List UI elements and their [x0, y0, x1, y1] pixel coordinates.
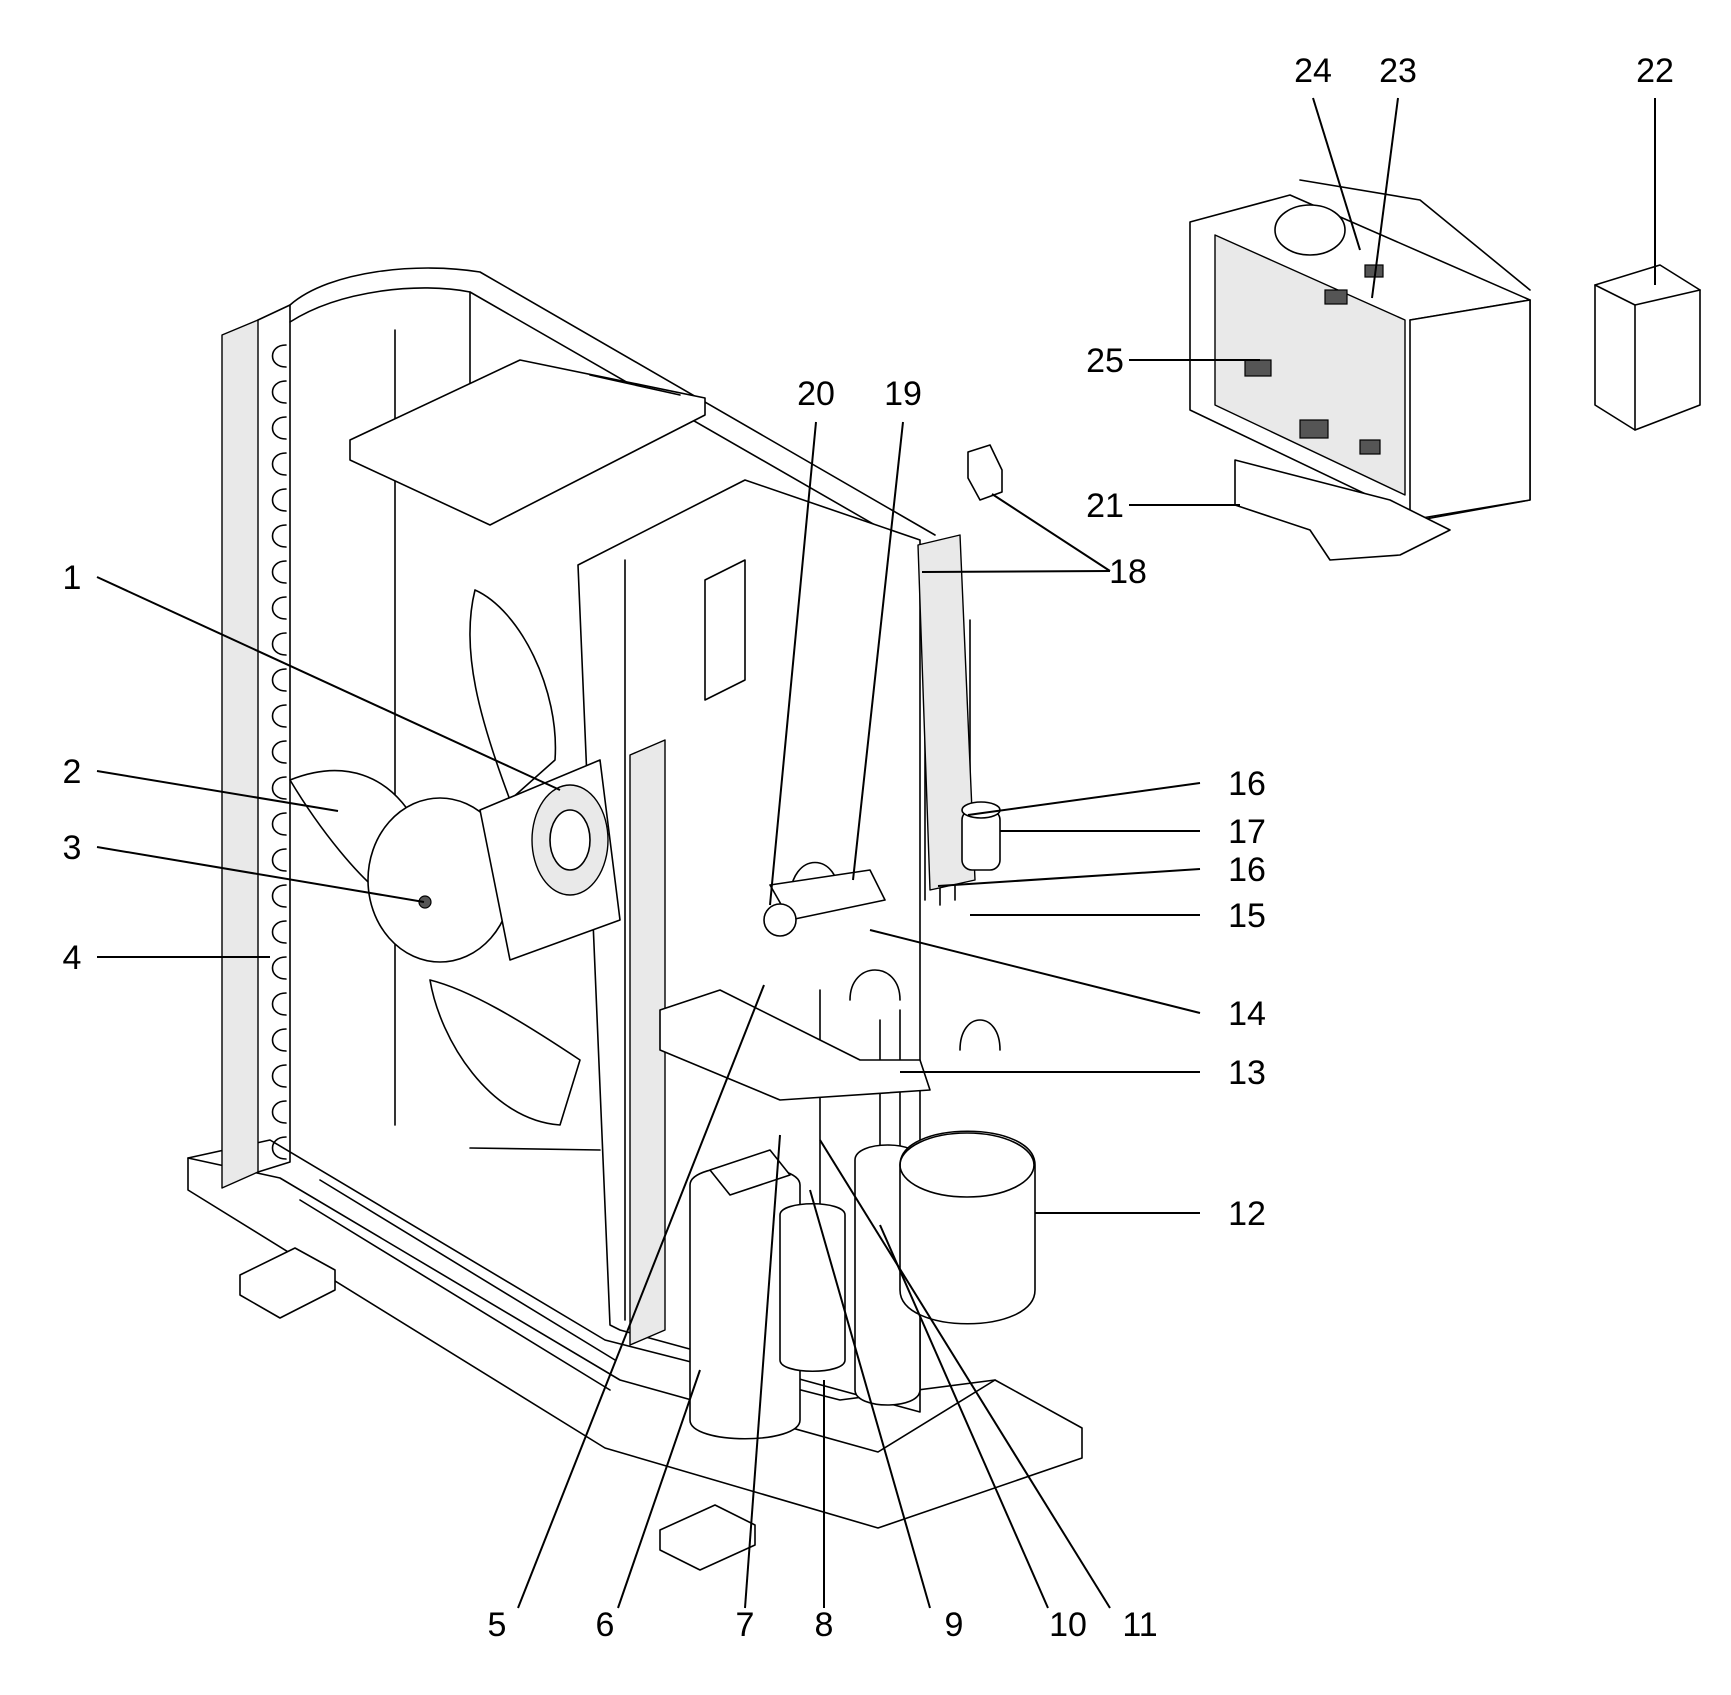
- callout-24: 24: [1294, 52, 1332, 90]
- callout-22: 22: [1636, 52, 1674, 90]
- coil-bend: [271, 812, 287, 836]
- outdoor-unit-housing: [187, 267, 1083, 1571]
- callout-numbers: 1 2 3 4 5 6 7 8 9 10 11 12 13 14 15 16 1…: [63, 52, 1674, 1644]
- callout-5: 5: [488, 1606, 507, 1644]
- callout-15: 15: [1228, 897, 1266, 935]
- leader-20: [769, 421, 817, 906]
- callout-23: 23: [1379, 52, 1417, 90]
- callout-25: 25: [1086, 342, 1124, 380]
- coil-bend: [271, 488, 287, 512]
- leader-2: [96, 770, 339, 812]
- coil-bend: [271, 1100, 287, 1124]
- callout-11: 11: [1122, 1606, 1157, 1644]
- condenser-coil-bends: [271, 344, 287, 1160]
- coil-bend: [271, 992, 287, 1016]
- control-box-assembly: [1189, 179, 1701, 561]
- leader-19: [852, 421, 904, 881]
- callout-13: 13: [1228, 1054, 1266, 1092]
- propeller-fan: [289, 589, 621, 1126]
- callout-1: 1: [63, 559, 82, 597]
- service-port-part: [967, 444, 1003, 501]
- coil-bend: [271, 380, 287, 404]
- leader-10: [879, 1224, 1049, 1609]
- leader-23: [1371, 97, 1399, 299]
- leader-18a: [921, 570, 1111, 573]
- callout-2: 2: [63, 753, 82, 791]
- leader-16b: [937, 868, 1201, 887]
- leader-7: [744, 1134, 781, 1609]
- leader-3: [96, 846, 425, 903]
- callout-14: 14: [1228, 995, 1266, 1033]
- callout-21: 21: [1086, 487, 1124, 525]
- leader-9: [809, 1189, 931, 1609]
- coil-bend: [271, 632, 287, 656]
- leader-5: [517, 984, 765, 1609]
- callout-16-upper: 16: [1228, 765, 1266, 803]
- coil-bend: [271, 776, 287, 800]
- leader-6: [617, 1369, 701, 1609]
- callout-16-lower: 16: [1228, 851, 1266, 889]
- coil-bend: [271, 416, 287, 440]
- coil-bend: [271, 1064, 287, 1088]
- callout-20: 20: [797, 375, 835, 413]
- callout-4: 4: [63, 939, 82, 977]
- coil-bend: [271, 344, 287, 368]
- leader-24: [1312, 97, 1361, 251]
- callout-17: 17: [1228, 813, 1266, 851]
- coil-bend: [271, 848, 287, 872]
- callout-19: 19: [884, 375, 922, 413]
- coil-bend: [271, 452, 287, 476]
- coil-bend: [271, 1028, 287, 1052]
- callout-6: 6: [596, 1606, 615, 1644]
- coil-bend: [271, 920, 287, 944]
- callout-7: 7: [736, 1606, 755, 1644]
- coil-bend: [271, 596, 287, 620]
- leader-16a: [967, 782, 1201, 816]
- leader-1: [96, 576, 561, 791]
- coil-bend: [271, 524, 287, 548]
- callout-12: 12: [1228, 1195, 1266, 1233]
- leader-18b: [991, 493, 1111, 572]
- leader-11: [819, 1139, 1111, 1609]
- callout-3: 3: [63, 829, 82, 867]
- callout-10: 10: [1049, 1606, 1087, 1644]
- callout-8: 8: [815, 1606, 834, 1644]
- coil-bend: [271, 740, 287, 764]
- refrigerant-piping: [659, 534, 1036, 1440]
- leader-lines: [96, 97, 1656, 1609]
- callout-18: 18: [1109, 553, 1147, 591]
- coil-bend: [271, 560, 287, 584]
- leader-14: [869, 929, 1201, 1014]
- coil-bend: [271, 956, 287, 980]
- coil-bend: [271, 704, 287, 728]
- coil-bend: [271, 1136, 287, 1160]
- callout-9: 9: [945, 1606, 964, 1644]
- coil-bend: [271, 884, 287, 908]
- coil-bend: [271, 668, 287, 692]
